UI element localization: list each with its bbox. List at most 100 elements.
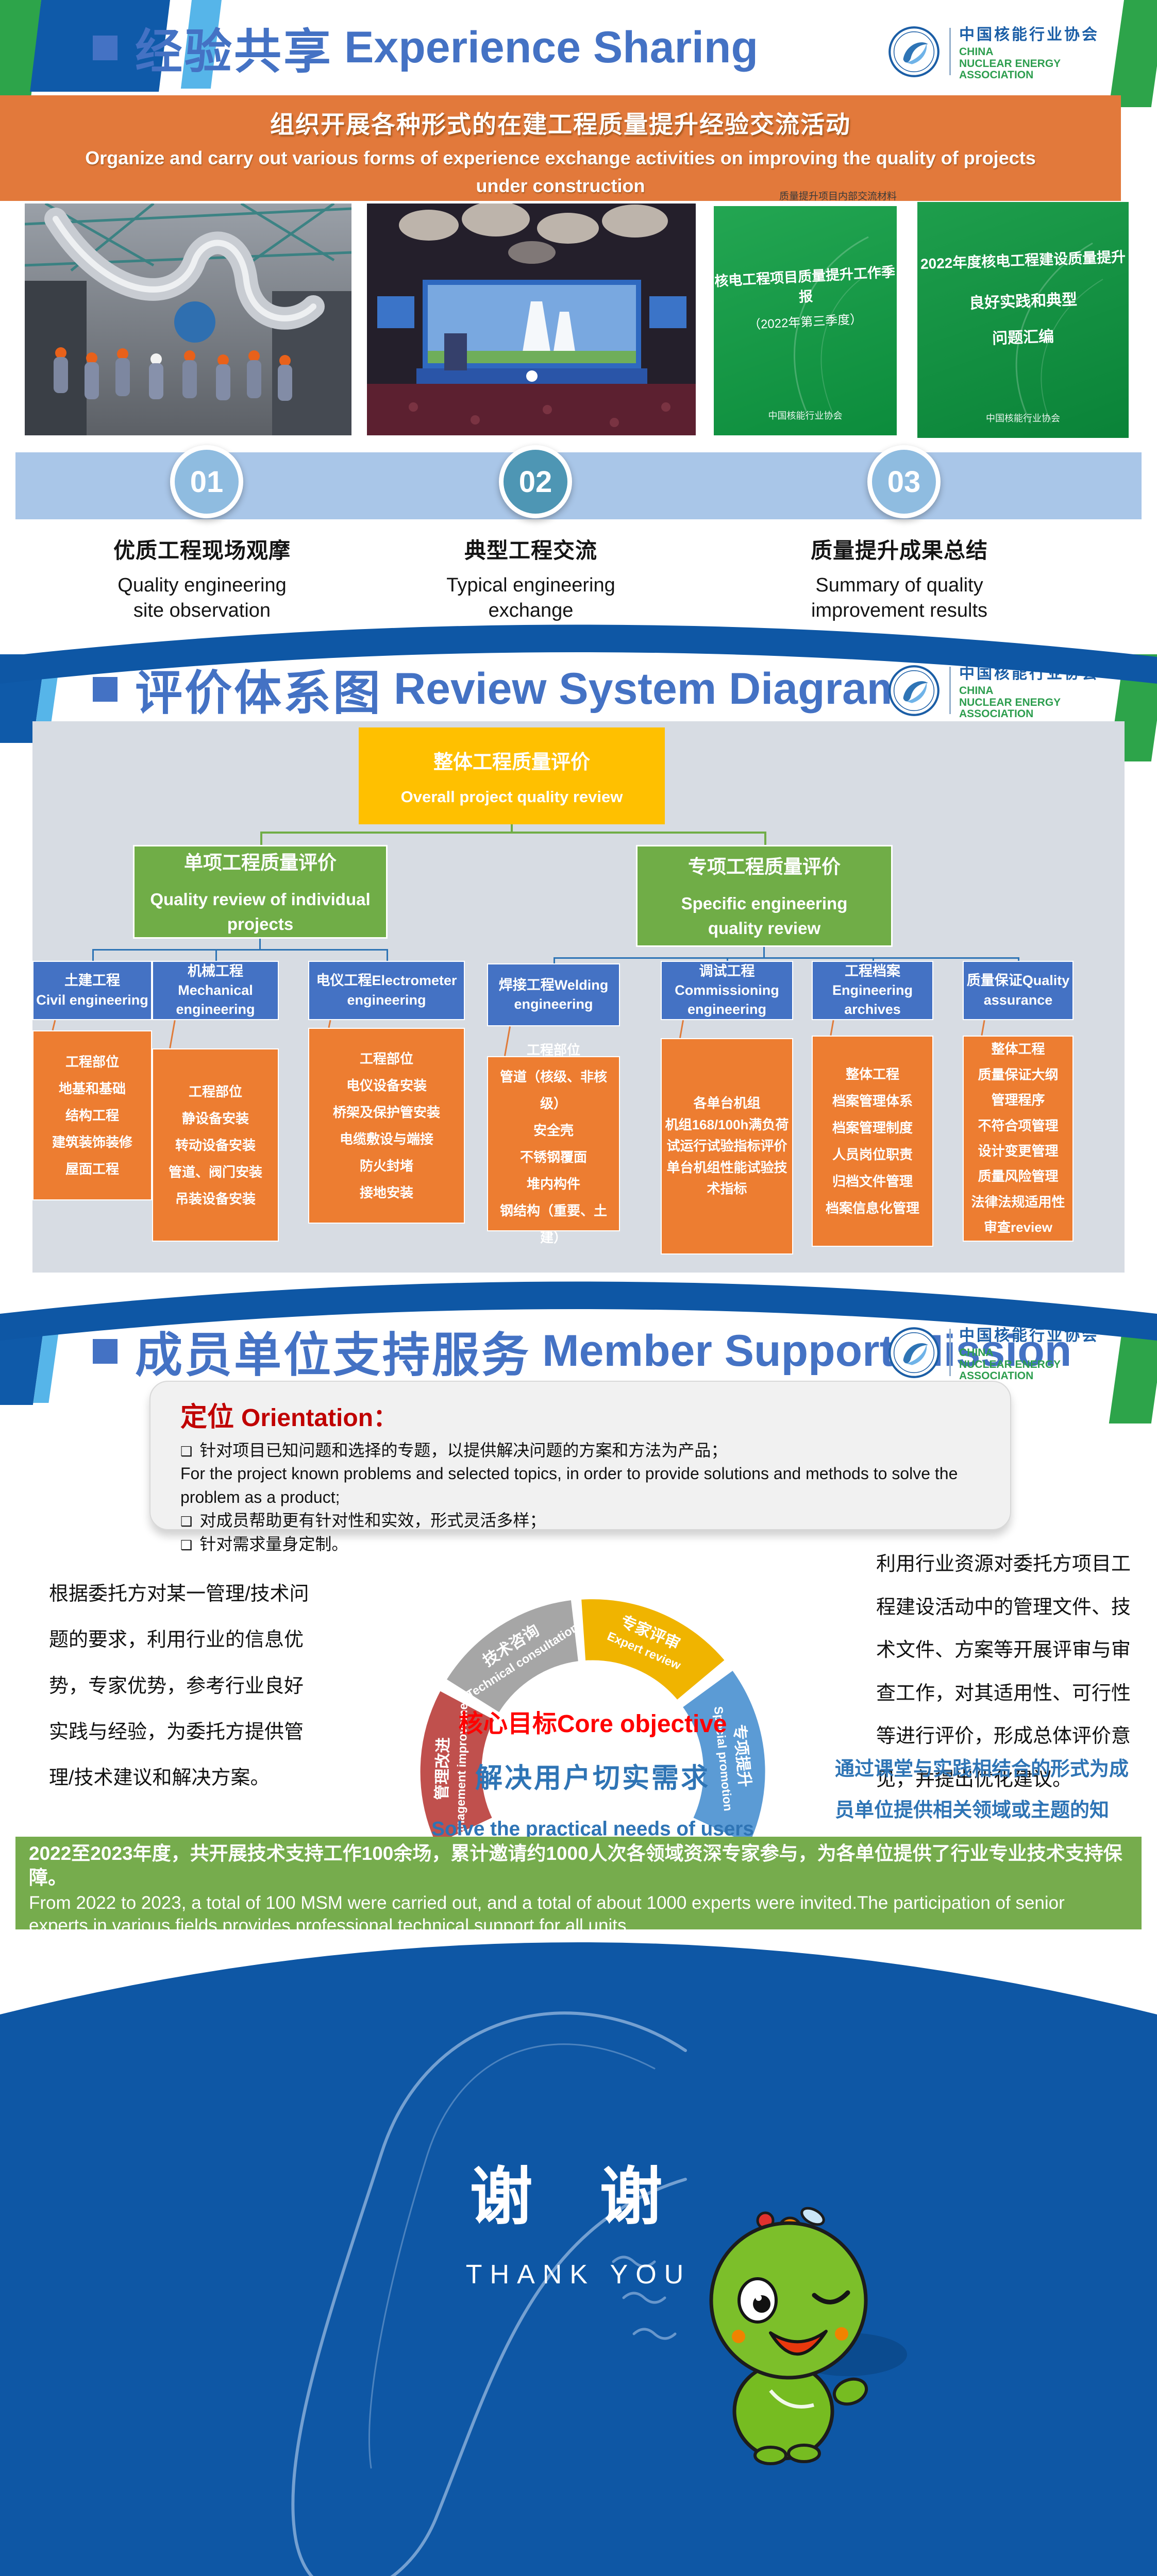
node-overall-review: 整体工程质量评价 Overall project quality review	[359, 727, 665, 824]
step-caption-1: 优质工程现场观摩 Quality engineering site observ…	[104, 533, 300, 623]
connector	[981, 1020, 985, 1036]
compilation-book: 2022年度核电工程建设质量提升 良好实践和典型 问题汇编 中国核能行业协会	[917, 202, 1129, 438]
section-title-experience: 经验共享 Experience Sharing	[93, 0, 758, 95]
orientation-heading-zh: 定位	[180, 1402, 234, 1432]
connector	[1018, 957, 1019, 963]
node-electrometer: 电仪工程Electrometer engineering	[308, 961, 465, 1020]
leaf-welding-items: 工程部位 管道（核级、非核级） 安全壳 不锈钢覆面 堆内构件 钢结构（重要、土建…	[487, 1042, 620, 1245]
book-title-line3: 问题汇编	[992, 328, 1054, 348]
section-divider-arc	[0, 1281, 1157, 1341]
cnea-emblem-icon	[888, 1327, 940, 1378]
stats-banner: 2022至2023年度，共开展技术支持工作100余场，累计邀请约1000人次各领…	[15, 1837, 1142, 1936]
leaf-commissioning-items: 各单台机组 机组168/100h满负荷试运行试验指标评价单台机组性能试验技术指标	[661, 1038, 793, 1255]
node-label-zh: 专项工程质量评价	[688, 856, 841, 878]
connector	[554, 957, 1018, 959]
wheel-segment-consultation	[444, 1598, 580, 1715]
logo-name-zh: 中国核能行业协会	[959, 26, 1099, 43]
step-caption-en: Summary of quality improvement results	[811, 574, 988, 621]
core-objective-wheel: 管理改进 Management improvement 技术咨询 Technic…	[418, 1598, 767, 1846]
connector	[215, 949, 217, 961]
node-commissioning: 调试工程Commissioning engineering	[661, 961, 793, 1020]
node-individual-review: 单项工程质量评价 Quality review of individual pr…	[133, 845, 388, 939]
step-caption-en: Typical engineering exchange	[446, 574, 615, 621]
step-circle-3: 03	[867, 445, 941, 518]
section-divider-arc	[0, 624, 1157, 684]
connector	[169, 1020, 176, 1048]
connector	[727, 957, 728, 963]
book-publisher: 中国核能行业协会	[768, 411, 843, 421]
title-bullet-square	[93, 35, 118, 60]
node-label-zh: 整体工程质量评价	[433, 751, 590, 773]
connector	[259, 939, 261, 949]
orientation-heading-en: Orientation：	[241, 1404, 398, 1432]
node-archives: 工程档案 Engineering archives	[812, 961, 933, 1020]
section-title-en: Experience Sharing	[344, 23, 758, 72]
review-diagram-panel: 整体工程质量评价 Overall project quality review …	[32, 721, 1125, 1273]
section-title-en: Member Support Mission	[542, 1326, 1072, 1376]
orientation-bullet-1: ❑针对项目已知问题和选择的专题，以提供解决问题的方案和方法为产品；	[180, 1441, 728, 1460]
banner-text-zh: 组织开展各种形式的在建工程质量提升经验交流活动	[270, 111, 851, 138]
section-title-en: Review System Diagram	[394, 664, 907, 714]
wheel-segment-expert-review	[579, 1598, 727, 1702]
thank-you-en: THANK YOU	[465, 2260, 692, 2290]
swirl-decor	[291, 2011, 687, 2576]
connector	[328, 1020, 331, 1028]
connector	[92, 949, 94, 961]
leaf-civil-items: 工程部位 地基和基础 结构工程 建筑装饰装修 屋面工程	[32, 1030, 152, 1200]
step-number: 01	[190, 465, 224, 499]
section-title-review: 评价体系图 Review System Diagram	[93, 654, 906, 724]
step-caption-zh: 质量提升成果总结	[810, 538, 988, 563]
core-objective-en: Solve the practical needs of users	[431, 1818, 754, 1840]
title-bullet-square	[93, 676, 118, 702]
decor-stripe-green-right	[1109, 0, 1157, 107]
step-caption-2: 典型工程交流 Typical engineering exchange	[433, 533, 629, 623]
banner-text-en: Organize and carry out various forms of …	[85, 147, 1036, 196]
leaf-qa-items: 整体工程 质量保证大纲 管理程序 不符合项管理 设计变更管理 质量风险管理 法律…	[963, 1036, 1074, 1242]
cnea-emblem-icon	[888, 665, 940, 716]
title-bullet-square	[93, 1338, 118, 1364]
connector	[873, 957, 874, 963]
connector	[92, 949, 387, 951]
section-title-zh: 成员单位支持服务	[135, 1329, 531, 1382]
step-circle-1: 01	[170, 445, 243, 518]
core-objective-title: 核心目标Core objective	[458, 1710, 727, 1738]
bullet-square-icon: ❑	[180, 1537, 193, 1553]
core-objective-zh: 解决用户切实需求	[475, 1763, 710, 1793]
cnea-emblem-icon	[888, 26, 940, 77]
step-number: 03	[887, 465, 921, 499]
leaf-archives-items: 整体工程 档案管理体系 档案管理制度 人员岗位职责 归档文件管理 档案信息化管理	[812, 1036, 933, 1247]
connector	[830, 1020, 834, 1036]
connector	[511, 824, 513, 832]
step-caption-zh: 典型工程交流	[464, 538, 597, 563]
materials-note: 质量提升项目内部交流材料	[779, 191, 897, 202]
node-mechanical: 机械工程Mechanical engineering	[152, 961, 279, 1020]
node-specific-review: 专项工程质量评价 Specific engineering quality re…	[636, 845, 893, 947]
experience-banner: 组织开展各种形式的在建工程质量提升经验交流活动 Organize and car…	[0, 95, 1121, 201]
section-title-zh: 评价体系图	[135, 667, 383, 720]
connector	[763, 947, 765, 957]
wheel-segment-management	[418, 1689, 496, 1846]
connector	[554, 957, 555, 963]
stats-text-zh: 2022至2023年度，共开展技术支持工作100余场，累计邀请约1000人次各领…	[29, 1843, 1122, 1888]
orientation-bullet-3: ❑针对需求量身定制。	[180, 1534, 348, 1553]
step-caption-3: 质量提升成果总结 Summary of quality improvement …	[786, 533, 1013, 623]
connector	[764, 832, 766, 845]
mascot	[709, 2207, 907, 2465]
logo-divider	[949, 28, 951, 75]
node-quality-assurance: 质量保证Quality assurance	[963, 961, 1074, 1020]
connector	[387, 949, 388, 961]
logo-divider	[949, 667, 951, 714]
connector	[260, 832, 766, 834]
leaf-electrometer-items: 工程部位 电仪设备安装 桥架及保护管安装 电缆敷设与端接 防火封堵 接地安装	[308, 1028, 465, 1224]
footer-art	[0, 1942, 1157, 2576]
book-title-line1: 2022年度核电工程建设质量提升	[920, 249, 1126, 272]
book-issue: （2022年第三季度）	[748, 312, 863, 332]
step-number: 02	[518, 465, 552, 499]
book-title-line2: 良好实践和典型	[968, 291, 1078, 312]
